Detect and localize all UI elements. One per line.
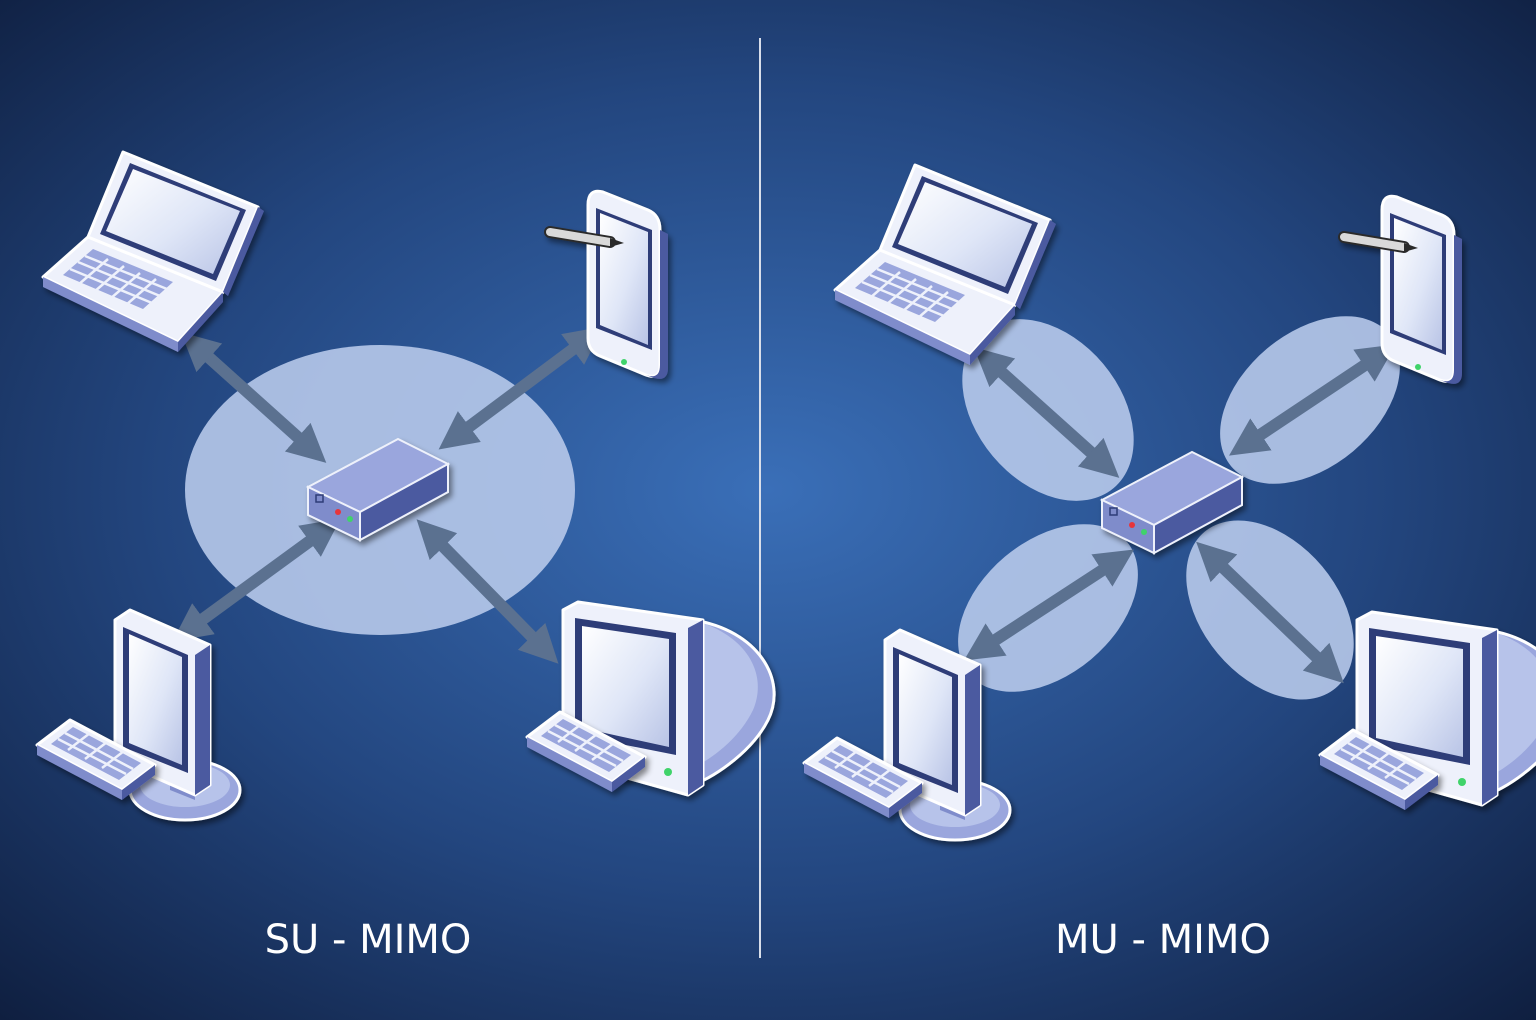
mu-arrow-lcd-desktop [963,549,1135,661]
mu-arrow-tablet [1229,344,1396,456]
mu-mimo-label: MU - MIMO [1055,917,1271,963]
su-arrow-tablet [438,326,604,450]
su-arrow-lcd-desktop [172,518,341,642]
su-mimo-panel: SU - MIMO [35,150,776,963]
su-arrows [172,326,604,664]
mu-arrows [963,344,1396,684]
su-mimo-label: SU - MIMO [265,917,472,963]
su-arrow-laptop [180,332,327,463]
mu-arrow-crt-desktop [1196,541,1344,684]
mu-mimo-panel: MU - MIMO [802,163,1536,963]
mu-arrow-laptop [973,347,1120,478]
su-arrow-crt-desktop [416,519,559,664]
